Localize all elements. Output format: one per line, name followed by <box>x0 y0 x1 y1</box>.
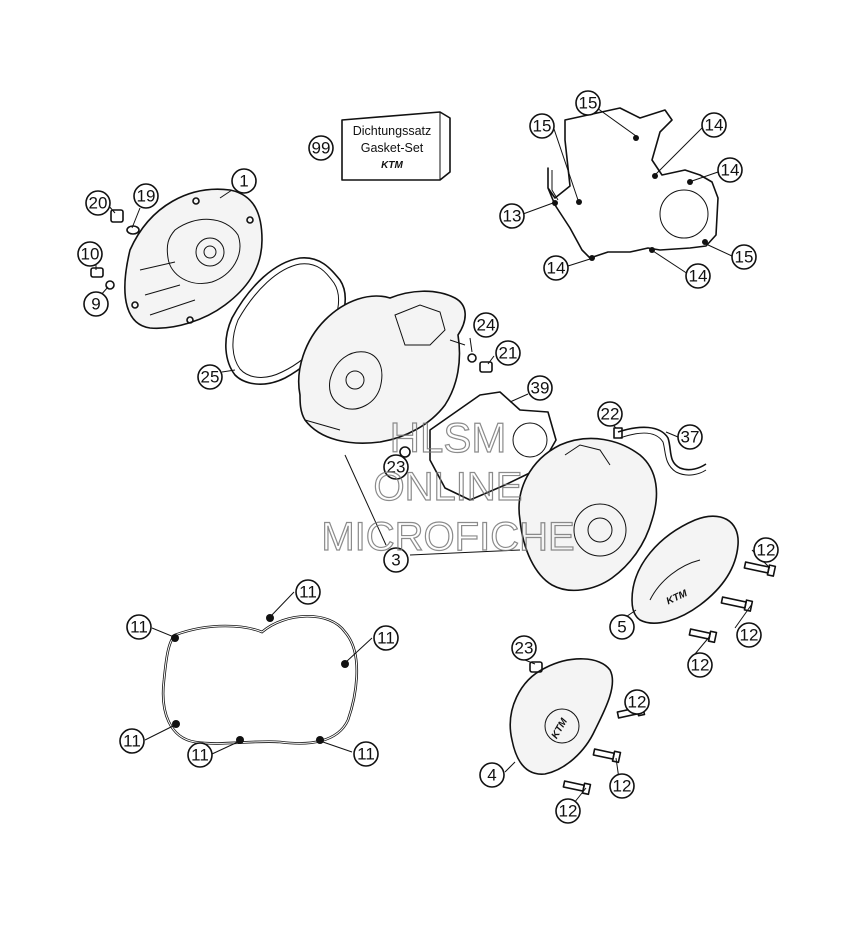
small-parts-mid <box>467 353 493 373</box>
svg-text:5: 5 <box>617 618 626 637</box>
svg-text:14: 14 <box>705 116 724 135</box>
callout-24: 24 <box>473 312 499 338</box>
ktm-logo: KTM <box>381 160 403 171</box>
callout-39: 39 <box>527 375 553 401</box>
callout-19: 19 <box>133 183 159 209</box>
svg-text:11: 11 <box>123 732 141 751</box>
svg-text:21: 21 <box>499 344 518 363</box>
svg-text:1: 1 <box>239 172 248 191</box>
clutch-cover-gasket-part <box>547 107 719 261</box>
svg-text:11: 11 <box>299 583 317 602</box>
callout-12-e: 12 <box>609 773 635 799</box>
svg-text:37: 37 <box>681 428 700 447</box>
callout-11-d: 11 <box>119 728 145 754</box>
svg-text:3: 3 <box>391 551 400 570</box>
callout-12-b: 12 <box>736 622 762 648</box>
callout-23-upper: 23 <box>383 454 409 480</box>
svg-text:11: 11 <box>130 618 148 637</box>
callout-14-top: 14 <box>701 112 727 138</box>
callout-3: 3 <box>383 547 409 573</box>
callout-25: 25 <box>197 364 223 390</box>
callout-21: 21 <box>495 340 521 366</box>
svg-text:10: 10 <box>81 245 100 264</box>
callout-14-right: 14 <box>717 157 743 183</box>
callout-15-top: 15 <box>575 90 601 116</box>
svg-text:14: 14 <box>547 259 566 278</box>
svg-text:12: 12 <box>691 656 710 675</box>
svg-text:11: 11 <box>357 745 375 764</box>
svg-text:12: 12 <box>628 693 647 712</box>
watermark-line-1: HLSM <box>390 414 507 461</box>
callout-11-c: 11 <box>373 625 399 651</box>
svg-text:11: 11 <box>191 746 209 765</box>
callout-99: 99 <box>308 135 334 161</box>
callouts: 99 1 19 20 10 9 25 15 15 14 14 13 15 14 … <box>77 90 779 824</box>
callout-5: 5 <box>609 614 635 640</box>
svg-text:22: 22 <box>601 405 620 424</box>
gasket-set-box: Dichtungssatz Gasket-Set KTM <box>341 111 451 181</box>
callout-12-f: 12 <box>555 798 581 824</box>
water-pump-cover-part: KTM <box>509 658 614 775</box>
crankcase-right-part <box>518 437 658 592</box>
svg-text:20: 20 <box>89 194 108 213</box>
watermark-line-3: MICROFICHE <box>321 515 574 559</box>
callout-4: 4 <box>479 762 505 788</box>
svg-text:15: 15 <box>735 248 754 267</box>
svg-text:15: 15 <box>579 94 598 113</box>
svg-text:12: 12 <box>559 802 578 821</box>
callout-11-b: 11 <box>295 579 321 605</box>
svg-text:19: 19 <box>137 187 156 206</box>
callout-9: 9 <box>83 291 109 317</box>
svg-text:25: 25 <box>201 368 220 387</box>
callout-14-bottom: 14 <box>685 263 711 289</box>
svg-text:9: 9 <box>91 295 100 314</box>
callout-22: 22 <box>597 401 623 427</box>
svg-text:12: 12 <box>740 626 759 645</box>
svg-text:12: 12 <box>613 777 632 796</box>
callout-15-left: 15 <box>529 113 555 139</box>
leader-lines <box>95 107 771 809</box>
svg-text:4: 4 <box>487 766 496 785</box>
watermark-line-2: ONLINE <box>374 465 523 509</box>
callout-12-a: 12 <box>753 537 779 563</box>
svg-text:39: 39 <box>531 379 550 398</box>
clutch-gasket-large-part <box>161 614 359 745</box>
callout-10: 10 <box>77 241 103 267</box>
callout-37: 37 <box>677 424 703 450</box>
svg-text:12: 12 <box>757 541 776 560</box>
svg-text:24: 24 <box>477 316 496 335</box>
svg-text:23: 23 <box>515 639 534 658</box>
callout-11-f: 11 <box>353 741 379 767</box>
callout-23-lower: 23 <box>511 635 537 661</box>
callout-1: 1 <box>231 168 257 194</box>
breather-hose-part <box>613 426 707 476</box>
ignition-cover-part: KTM <box>631 515 739 624</box>
clutch-cover-part <box>124 188 263 330</box>
svg-text:11: 11 <box>377 629 395 648</box>
callout-11-e: 11 <box>187 742 213 768</box>
callout-12-d: 12 <box>624 689 650 715</box>
callout-20: 20 <box>85 190 111 216</box>
svg-text:13: 13 <box>503 207 522 226</box>
svg-text:14: 14 <box>689 267 708 286</box>
svg-text:14: 14 <box>721 161 740 180</box>
svg-text:15: 15 <box>533 117 552 136</box>
gasket-set-label-en: Gasket-Set <box>361 141 424 155</box>
svg-text:23: 23 <box>387 458 406 477</box>
callout-13: 13 <box>499 203 525 229</box>
bolts-part <box>562 561 777 796</box>
svg-text:99: 99 <box>312 139 331 158</box>
watermark: HLSM ONLINE MICROFICHE <box>321 413 576 559</box>
callout-15-right: 15 <box>731 244 757 270</box>
crankcase-left-part <box>297 290 466 444</box>
gasket-set-label-de: Dichtungssatz <box>353 124 432 138</box>
callout-12-c: 12 <box>687 652 713 678</box>
callout-14-left: 14 <box>543 255 569 281</box>
callout-11-a: 11 <box>126 614 152 640</box>
